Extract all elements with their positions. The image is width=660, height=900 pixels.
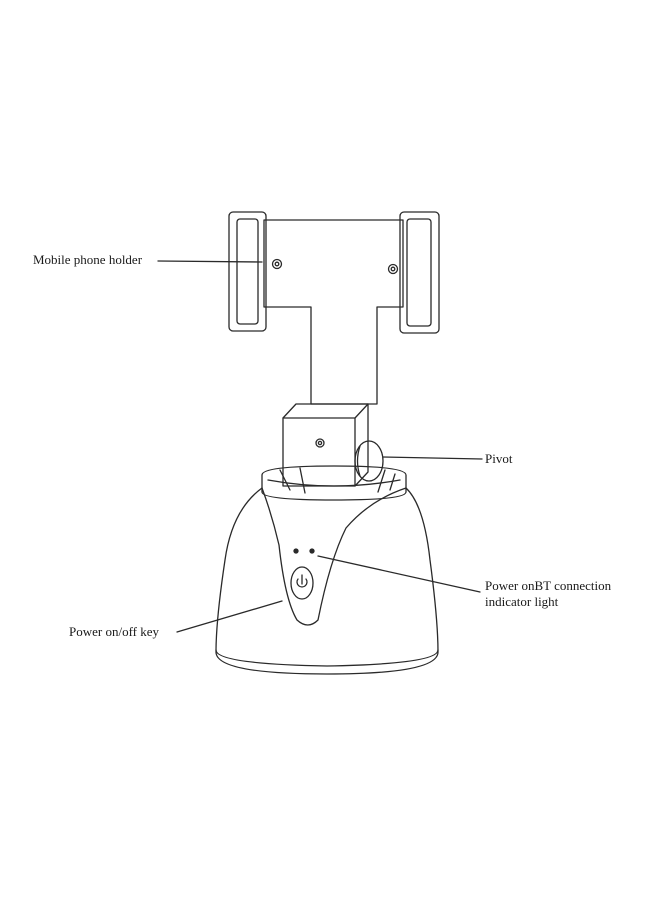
indicator-light-left bbox=[293, 548, 299, 554]
holder-screw-right bbox=[387, 263, 399, 275]
base-body bbox=[215, 487, 439, 675]
leader-pivot bbox=[382, 456, 483, 460]
right-clamp bbox=[399, 211, 440, 334]
leader-holder bbox=[157, 260, 263, 263]
holder-screw-left bbox=[271, 258, 283, 270]
leader-led bbox=[317, 555, 481, 593]
base-collar bbox=[261, 465, 407, 501]
label-mobile-phone-holder: Mobile phone holder bbox=[33, 252, 143, 267]
label-indicator-light-line1: Power onBT connection bbox=[485, 578, 612, 593]
tilt-block bbox=[282, 403, 369, 487]
label-indicator-light-line2: indicator light bbox=[485, 594, 559, 609]
indicator-light-right bbox=[309, 548, 315, 554]
pivot-knob bbox=[354, 440, 384, 482]
label-indicator-light: Power onBT connection indicator light bbox=[485, 578, 611, 610]
leader-power-key bbox=[176, 600, 283, 633]
left-clamp bbox=[228, 211, 267, 332]
holder-frame bbox=[263, 219, 404, 405]
power-button[interactable] bbox=[290, 566, 314, 600]
power-icon bbox=[296, 574, 308, 588]
label-power-key: Power on/off key bbox=[69, 624, 160, 639]
label-pivot: Pivot bbox=[485, 451, 513, 466]
